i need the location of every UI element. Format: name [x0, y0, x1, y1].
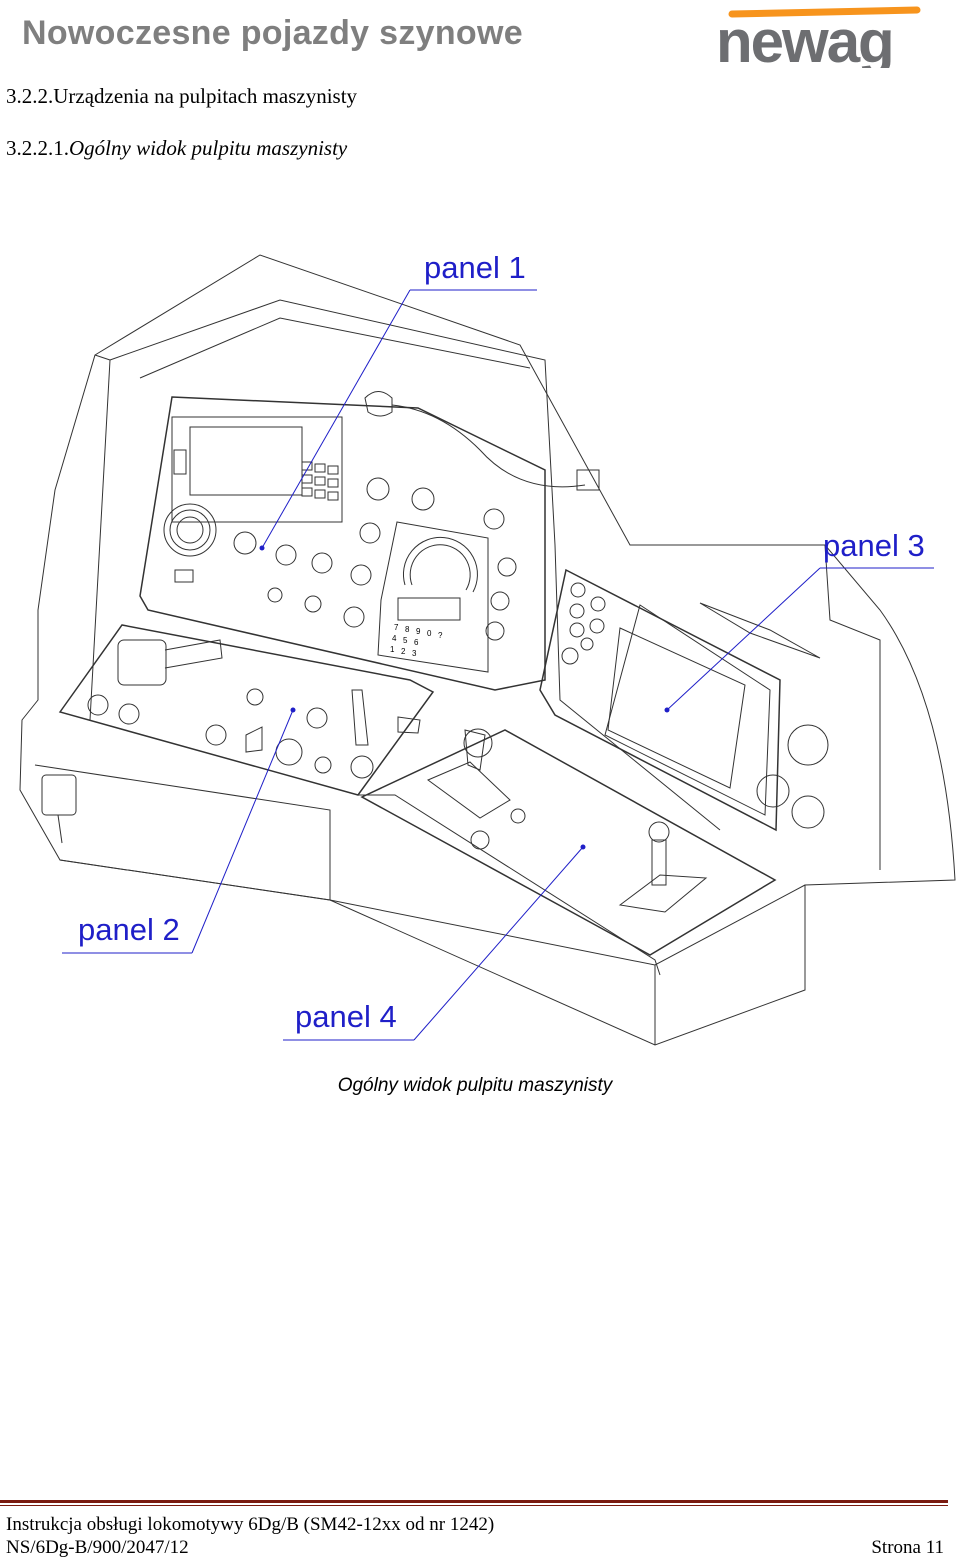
- panel3-buttons: [561, 582, 606, 665]
- key-question: ?: [438, 631, 443, 640]
- footer-document-number: NS/6Dg-B/900/2047/12: [6, 1537, 189, 1558]
- label-panel-4: panel 4: [295, 999, 397, 1034]
- speedometer-housing: [377, 521, 489, 673]
- section-number: 3.2.2.: [6, 84, 54, 108]
- section-heading: 3.2.2.Urządzenia na pulpitach maszynisty: [6, 84, 357, 109]
- footer-rule: [0, 1500, 948, 1503]
- section-title: Urządzenia na pulpitach maszynisty: [53, 84, 358, 108]
- gauge-2: [756, 774, 790, 808]
- label-panel-3: panel 3: [823, 528, 925, 563]
- subsection-number: 3.2.2.1.: [6, 136, 69, 160]
- label-panel-1: panel 1: [424, 250, 526, 285]
- panel3-display: [604, 604, 771, 816]
- footer-page-number: Strona 11: [871, 1537, 944, 1558]
- hand-microphone: [41, 774, 77, 816]
- svg-text:newag: newag: [716, 8, 893, 68]
- gauge-1: [787, 724, 829, 766]
- key-8: 8: [405, 625, 410, 634]
- desk-drawing: 7 8 9 0 ? 4 5 6 1 2 3: [19, 254, 956, 1046]
- key-1: 1: [390, 645, 395, 654]
- vent-grille: [699, 602, 821, 659]
- key-3: 3: [412, 649, 417, 658]
- leader-dots: [259, 545, 670, 850]
- panel1-keypad: [301, 461, 339, 501]
- key-0: 0: [427, 629, 432, 638]
- key-2: 2: [401, 647, 406, 656]
- label-panel-2: panel 2: [78, 912, 180, 947]
- panel4-controls: [426, 728, 708, 913]
- microphone: [364, 391, 393, 417]
- subsection-title: Ogólny widok pulpitu maszynisty: [69, 136, 348, 160]
- gauge-3: [791, 795, 825, 829]
- figure-caption: Ogólny widok pulpitu maszynisty: [337, 1075, 613, 1096]
- panel1-controls: [174, 477, 517, 641]
- panel4-plate: [360, 729, 777, 956]
- leader-lines: [62, 289, 934, 1041]
- key-5: 5: [403, 636, 408, 645]
- key-6: 6: [414, 638, 419, 647]
- speaker-grille: [163, 503, 217, 557]
- subsection-heading: 3.2.2.1.Ogólny widok pulpitu maszynisty: [6, 136, 347, 161]
- footer-rule-thin: [0, 1505, 948, 1506]
- newag-logo: newag: [716, 6, 921, 68]
- key-7: 7: [394, 623, 399, 632]
- key-9: 9: [416, 627, 421, 636]
- header-title: Nowoczesne pojazdy szynowe: [22, 14, 523, 52]
- footer-document-title: Instrukcja obsługi lokomotywy 6Dg/B (SM4…: [6, 1514, 495, 1535]
- panel1-keypad-large: 7 8 9 0 ? 4 5 6 1 2 3: [390, 623, 443, 658]
- desk-outline: [19, 254, 956, 1046]
- panel1-plate: [139, 396, 546, 691]
- key-4: 4: [392, 634, 397, 643]
- panel3-plate: [539, 568, 781, 832]
- panel2-plate: [58, 624, 435, 796]
